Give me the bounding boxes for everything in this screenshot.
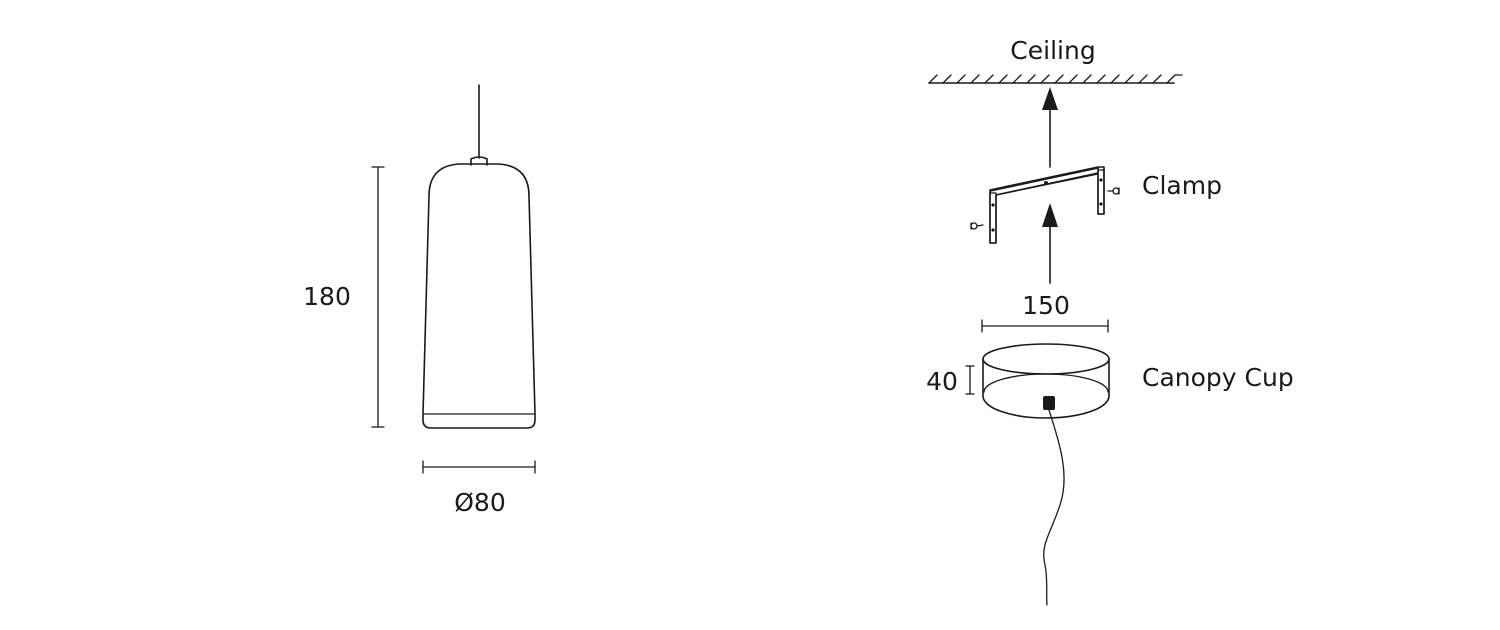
- ceiling-label: Ceiling: [1010, 36, 1095, 65]
- clamp-right-arm: [1097, 169, 1105, 215]
- clamp-left-arm: [989, 192, 997, 244]
- clamp-outline: [989, 166, 1105, 244]
- screw-right-icon: [1107, 187, 1120, 195]
- height-dimension: 180: [303, 166, 385, 428]
- canopy-label: Canopy Cup: [1142, 363, 1294, 392]
- mounting-assembly: Ceiling: [926, 36, 1294, 606]
- pendant-lamp: 180 Ø80: [303, 84, 536, 517]
- clamp-center-hole: [1044, 181, 1048, 185]
- canopy-height-dimension: 40: [926, 365, 975, 396]
- arrow-clamp-to-ceiling: [1042, 87, 1058, 168]
- diameter-label: Ø80: [454, 488, 506, 517]
- cord-grip: [470, 156, 488, 166]
- canopy-height-label: 40: [926, 367, 958, 396]
- screw-left-icon: [970, 222, 984, 230]
- canopy-cup: Canopy Cup: [982, 343, 1294, 419]
- height-label: 180: [303, 282, 351, 311]
- arrow-canopy-to-clamp: [1042, 203, 1058, 284]
- diameter-dimension: Ø80: [422, 460, 536, 517]
- cord-grip-canopy: [1043, 396, 1055, 410]
- clamp-bracket: Clamp: [970, 166, 1222, 244]
- power-cord: [1043, 409, 1065, 606]
- clamp-label: Clamp: [1142, 171, 1222, 200]
- canopy-width-label: 150: [1022, 291, 1070, 320]
- ceiling: Ceiling: [928, 36, 1183, 84]
- ceiling-hatching: [928, 74, 1183, 84]
- canopy-width-dimension: 150: [981, 291, 1109, 333]
- lamp-shade: [422, 163, 536, 429]
